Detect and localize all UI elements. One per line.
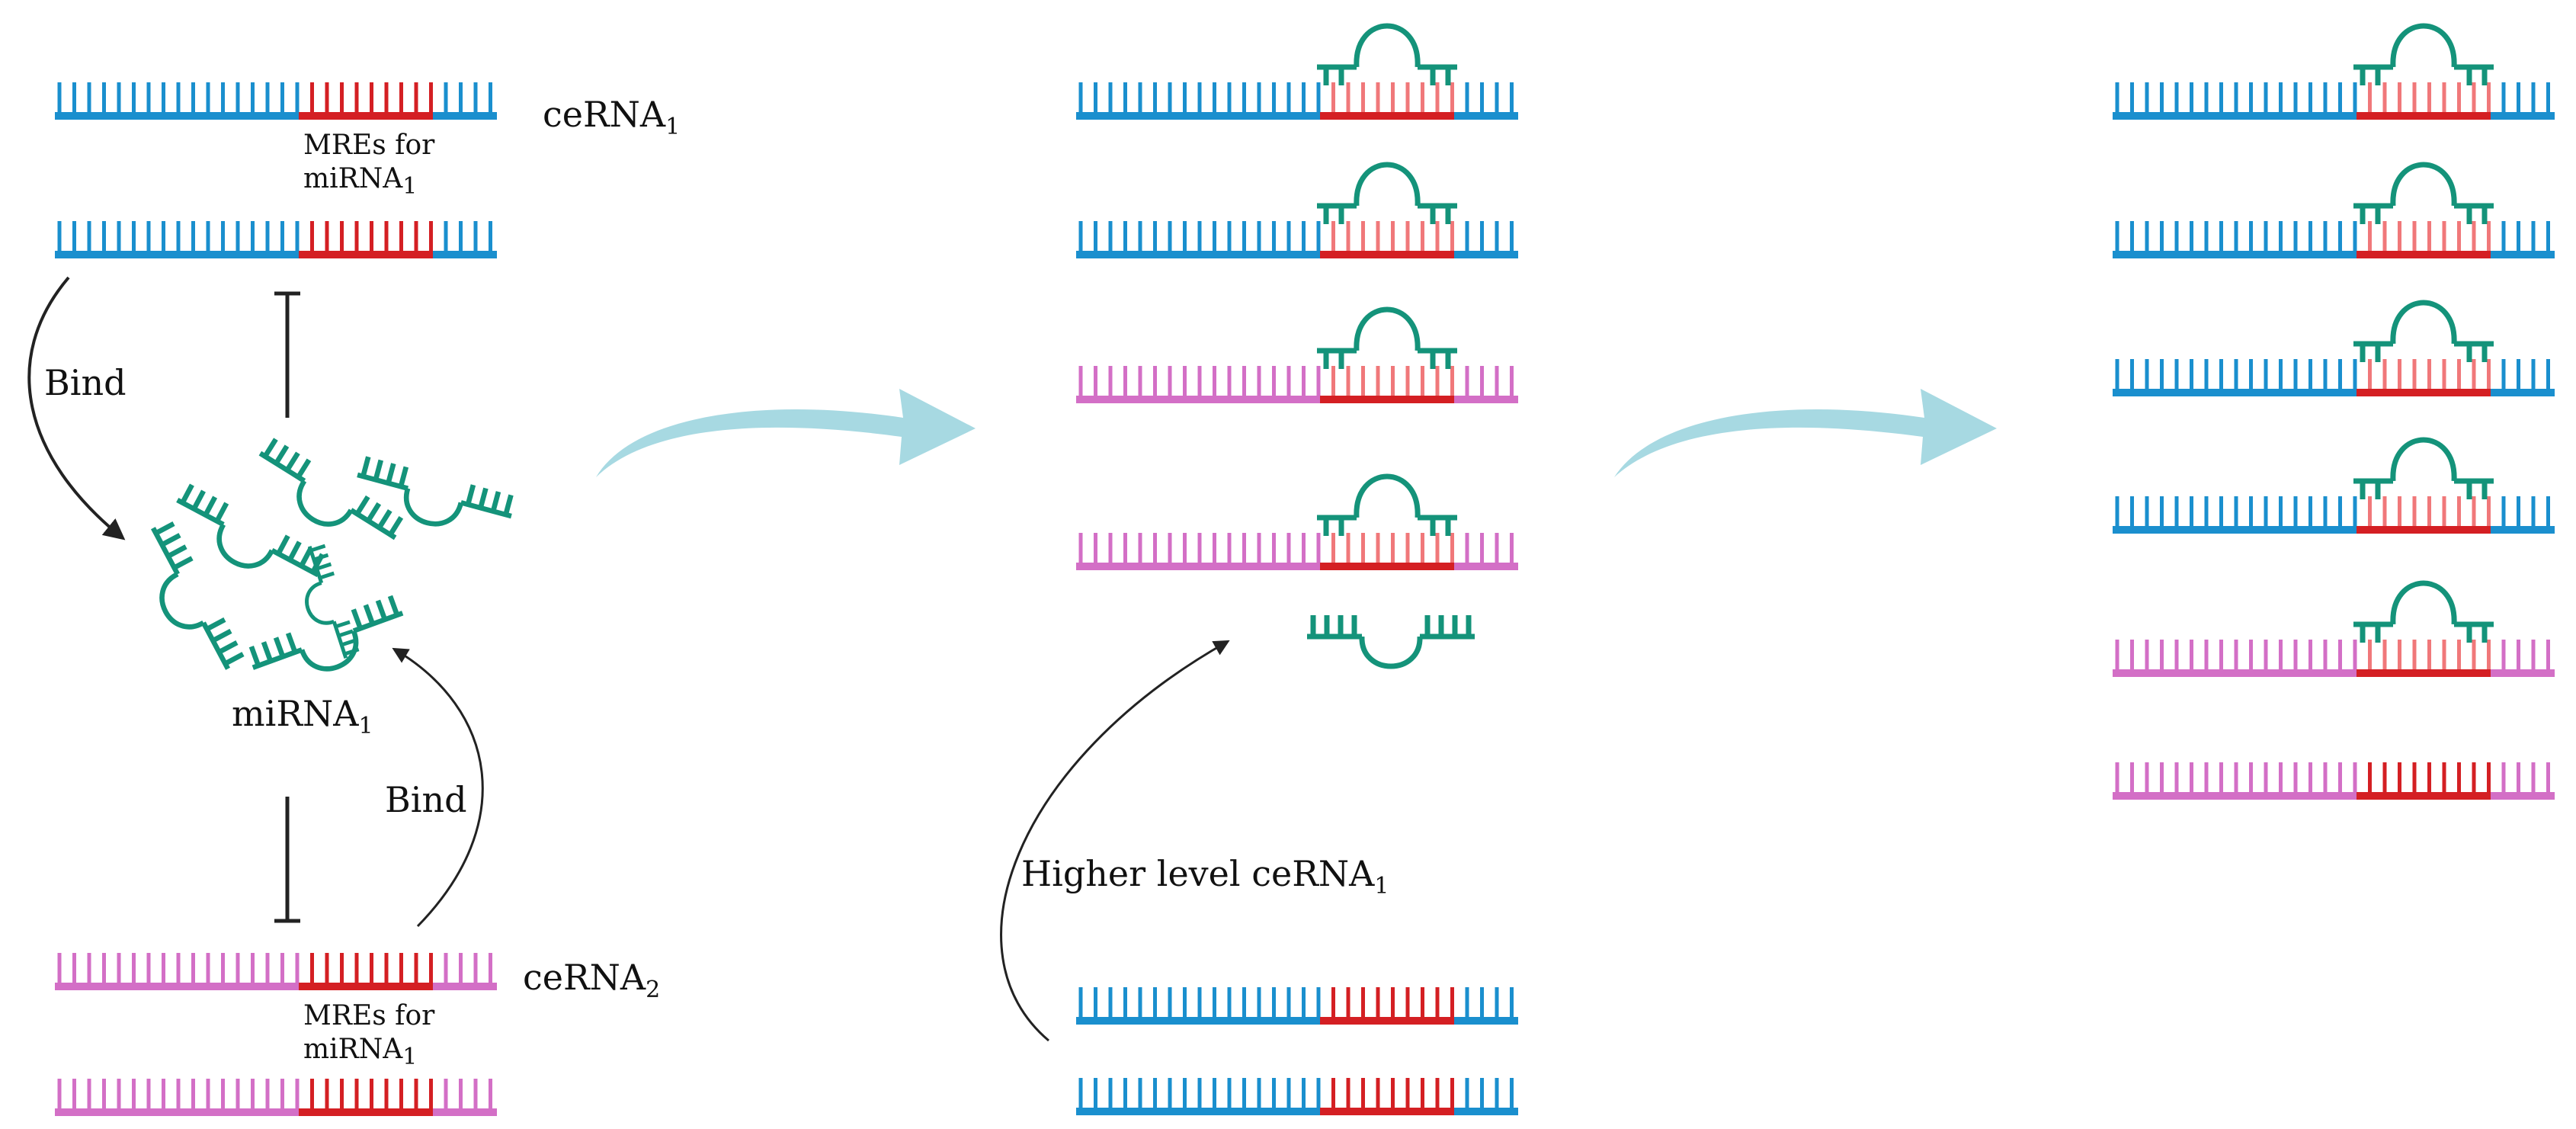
mres-label-bottom: MREs for [303, 1000, 435, 1031]
cerna2-strand [2113, 762, 2555, 800]
mre-region [1320, 563, 1454, 570]
mirna-hairpin-icon [258, 438, 404, 540]
mirna-hairpin-icon [2353, 580, 2494, 643]
mres-label-top: MREs for [303, 130, 435, 161]
cerna1-strand-bound [1076, 162, 1518, 258]
mre-region [1320, 251, 1454, 258]
mres-label-bottom-line2: miRNA1 [303, 1034, 417, 1070]
mre-region [1320, 1108, 1454, 1115]
mirna-hairpin-icon [1317, 473, 1457, 536]
mirna-label: miRNA1 [232, 693, 373, 739]
mirna-hairpin-icon [248, 595, 404, 672]
strand-backbone [55, 251, 497, 258]
strand-backbone [1076, 251, 1518, 258]
strand-backbone [1076, 563, 1518, 570]
mirna-hairpin-icon [176, 483, 325, 577]
cerna2-strand-bound [1076, 306, 1518, 403]
cerna2-strand [55, 1079, 497, 1116]
flow-arrow-icon [1614, 389, 1997, 477]
mre-region [1320, 112, 1454, 120]
cerna2-label: ceRNA2 [523, 957, 660, 1003]
curved-arrow-icon [27, 276, 126, 540]
mre-region [299, 112, 433, 120]
cerna1-strand-bound [2113, 23, 2555, 120]
flow-arrow-icon [596, 389, 976, 477]
mirna-hairpin-icon [2353, 300, 2494, 362]
cerna1-strand-bound [1076, 23, 1518, 120]
strand-backbone [1076, 396, 1518, 403]
strand-backbone [2113, 526, 2555, 534]
strand-backbone [55, 112, 497, 120]
cerna1-label: ceRNA1 [543, 94, 680, 140]
mirna-hairpin-icon [1307, 615, 1475, 669]
free-mirna [1307, 615, 1475, 669]
cerna1-strand [1076, 1078, 1518, 1115]
strand-backbone [1076, 1108, 1518, 1115]
mres-label-top-line2: miRNA1 [303, 163, 417, 200]
strand-backbone [1076, 112, 1518, 120]
cerna2-strand-bound [1076, 473, 1518, 570]
strand-backbone [2113, 112, 2555, 120]
curved-arrow-icon [1000, 640, 1230, 1042]
cerna1-strand-bound [2113, 162, 2555, 258]
mre-region [1320, 1017, 1454, 1025]
inhibition-bar-icon [274, 797, 300, 923]
mre-region [2357, 792, 2491, 800]
cerna2-strand [55, 953, 497, 990]
cerna1-strand-bound [2113, 437, 2555, 534]
mre-region [299, 983, 433, 990]
mre-region [2357, 526, 2491, 534]
bind-label-top: Bind [44, 362, 127, 403]
mre-region [1320, 396, 1454, 403]
strand-backbone [2113, 389, 2555, 396]
mre-region [299, 251, 433, 258]
mre-region [2357, 251, 2491, 258]
mre-region [299, 1108, 433, 1116]
strand-backbone [55, 983, 497, 990]
cerna1-strand-bound [2113, 300, 2555, 396]
cerna2-strand-bound [2113, 580, 2555, 677]
strand-backbone [2113, 251, 2555, 258]
inhibition-bar-icon [274, 291, 300, 418]
bind-label-bottom: Bind [385, 779, 467, 820]
mirna-hairpin-icon [151, 521, 245, 670]
mirna-hairpin-icon [2353, 23, 2494, 85]
mirna-hairpin-icon [1317, 306, 1457, 369]
mirna-hairpin-icon [2353, 162, 2494, 224]
mirna-hairpin-icon [1317, 23, 1457, 85]
cerna1-strand [55, 221, 497, 258]
mirna-hairpin-icon [2353, 437, 2494, 499]
strand-backbone [2113, 669, 2555, 677]
mirna-hairpin-icon [357, 456, 514, 527]
mirna-hairpin-icon [305, 544, 360, 659]
mre-region [2357, 389, 2491, 396]
strand-backbone [1076, 1017, 1518, 1025]
strand-backbone [2113, 792, 2555, 800]
higher-level-label: Higher level ceRNA1 [1021, 853, 1389, 900]
mre-region [2357, 669, 2491, 677]
mirna-hairpin-icon [1317, 162, 1457, 224]
mre-region [2357, 112, 2491, 120]
free-mirna-cluster [151, 438, 514, 672]
cerna1-strand [55, 82, 497, 120]
cerna1-strand [1076, 987, 1518, 1025]
left-panel: ceRNA1 MREs for miRNA1 Bind miRNA1 Bind … [27, 82, 680, 1116]
strand-backbone [55, 1108, 497, 1116]
middle-panel: Higher level ceRNA1 [1000, 23, 1518, 1115]
curved-arrow-icon [392, 647, 484, 928]
right-panel [2113, 23, 2555, 800]
